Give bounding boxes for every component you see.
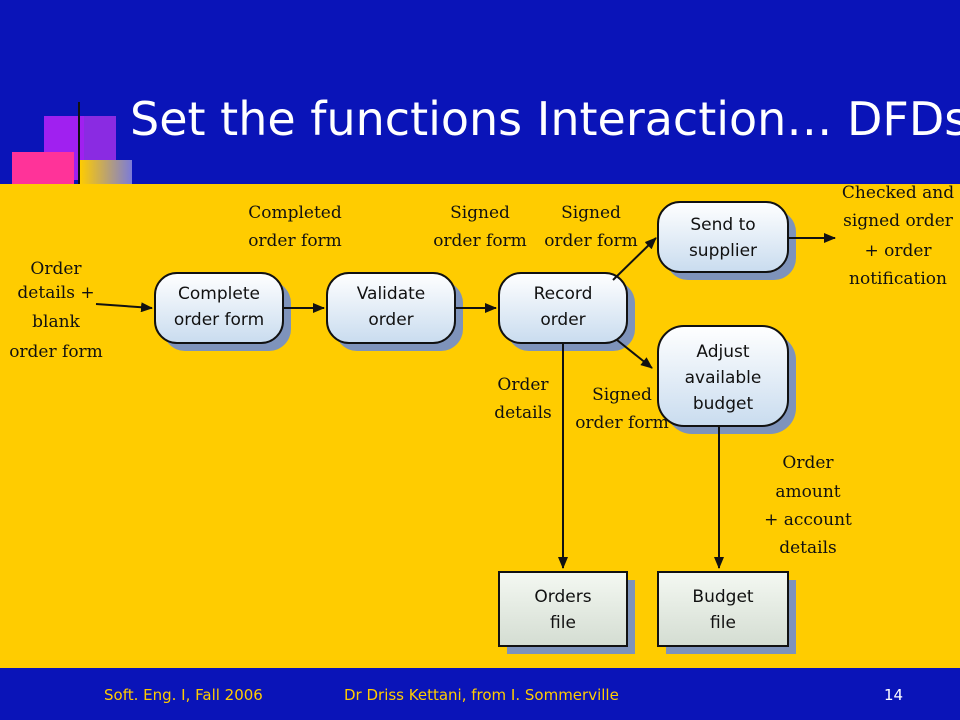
process-complete-order-form: Complete order form [154,272,291,351]
flow-label-line: Order [497,375,549,395]
flow-label-line: details [779,538,837,558]
store-label: file [550,613,576,633]
flow-label-output: Checked and signed order + order notific… [842,183,954,289]
process-label: Complete [178,284,260,304]
footer-page-number: 14 [884,686,904,704]
flow-label-line: + order [864,241,932,261]
flow-label-line: details [494,403,552,423]
flow-label-line: Signed [450,203,510,223]
flow-label-line: Checked and [842,183,954,203]
decor-gradient-block [80,160,132,184]
flow-label-line: notification [849,269,947,289]
footer-author: Dr Driss Kettani, from I. Sommerville [344,686,619,704]
flow-label-line: details + [17,283,94,303]
flow-label-line: + account [764,510,852,530]
process-adjust-available-budget: Adjust available budget [657,325,796,434]
flow-label-line: Signed [561,203,621,223]
process-label: order [540,310,585,330]
flow-arrow-input [95,302,153,313]
footer: Soft. Eng. I, Fall 2006 Dr Driss Kettani… [0,668,960,720]
flow-label-line: signed order [843,211,954,231]
process-validate-order: Validate order [326,272,463,351]
process-label: budget [693,394,754,414]
flow-label-signed-1: Signed order form [433,203,527,251]
process-label: Validate [357,284,426,304]
process-label: Send to [690,215,755,235]
flow-label-amount: Order amount + account details [764,453,852,558]
decor-square-magenta [12,152,74,184]
title-bar: Set the functions Interaction… DFDs [0,0,960,184]
diagram-area [0,184,960,668]
process-send-to-supplier: Send to supplier [657,201,796,280]
flow-arrow-signed-2 [612,237,657,281]
store-label: Budget [692,587,753,607]
flow-label-line: order form [544,231,638,251]
decor-square-violet [84,116,116,160]
flow-label-line: Signed [592,385,652,405]
store-label: file [710,613,736,633]
flow-label-line: order form [9,342,103,362]
footer-course: Soft. Eng. I, Fall 2006 [104,686,263,704]
flow-label-input: Order details + blank order form [9,259,103,362]
flow-label-line: Order [30,259,82,279]
process-record-order: Record order [498,272,635,351]
process-label: order [368,310,413,330]
flow-label-line: Order [782,453,834,473]
process-label: order form [174,310,264,330]
store-label: Orders [534,587,591,607]
store-budget-file: Budget file [657,571,796,654]
slide-title: Set the functions Interaction… DFDs [130,92,960,146]
flow-label-completed: Completed order form [248,203,342,251]
flow-label-line: blank [32,312,80,332]
flow-label-line: Completed [248,203,342,223]
flow-label-order-details: Order details [494,375,552,423]
store-orders-file: Orders file [498,571,635,654]
flow-label-line: order form [575,413,669,433]
flow-label-line: order form [433,231,527,251]
flow-label-signed-3: Signed order form [575,385,669,433]
process-label: Record [534,284,593,304]
flow-label-signed-2: Signed order form [544,203,638,251]
flow-arrow-signed-3 [616,339,653,369]
flow-label-line: order form [248,231,342,251]
decor-vertical-line [78,102,80,184]
process-label: supplier [689,241,757,261]
process-label: available [685,368,762,388]
flow-label-line: amount [775,482,840,502]
process-label: Adjust [696,342,749,362]
